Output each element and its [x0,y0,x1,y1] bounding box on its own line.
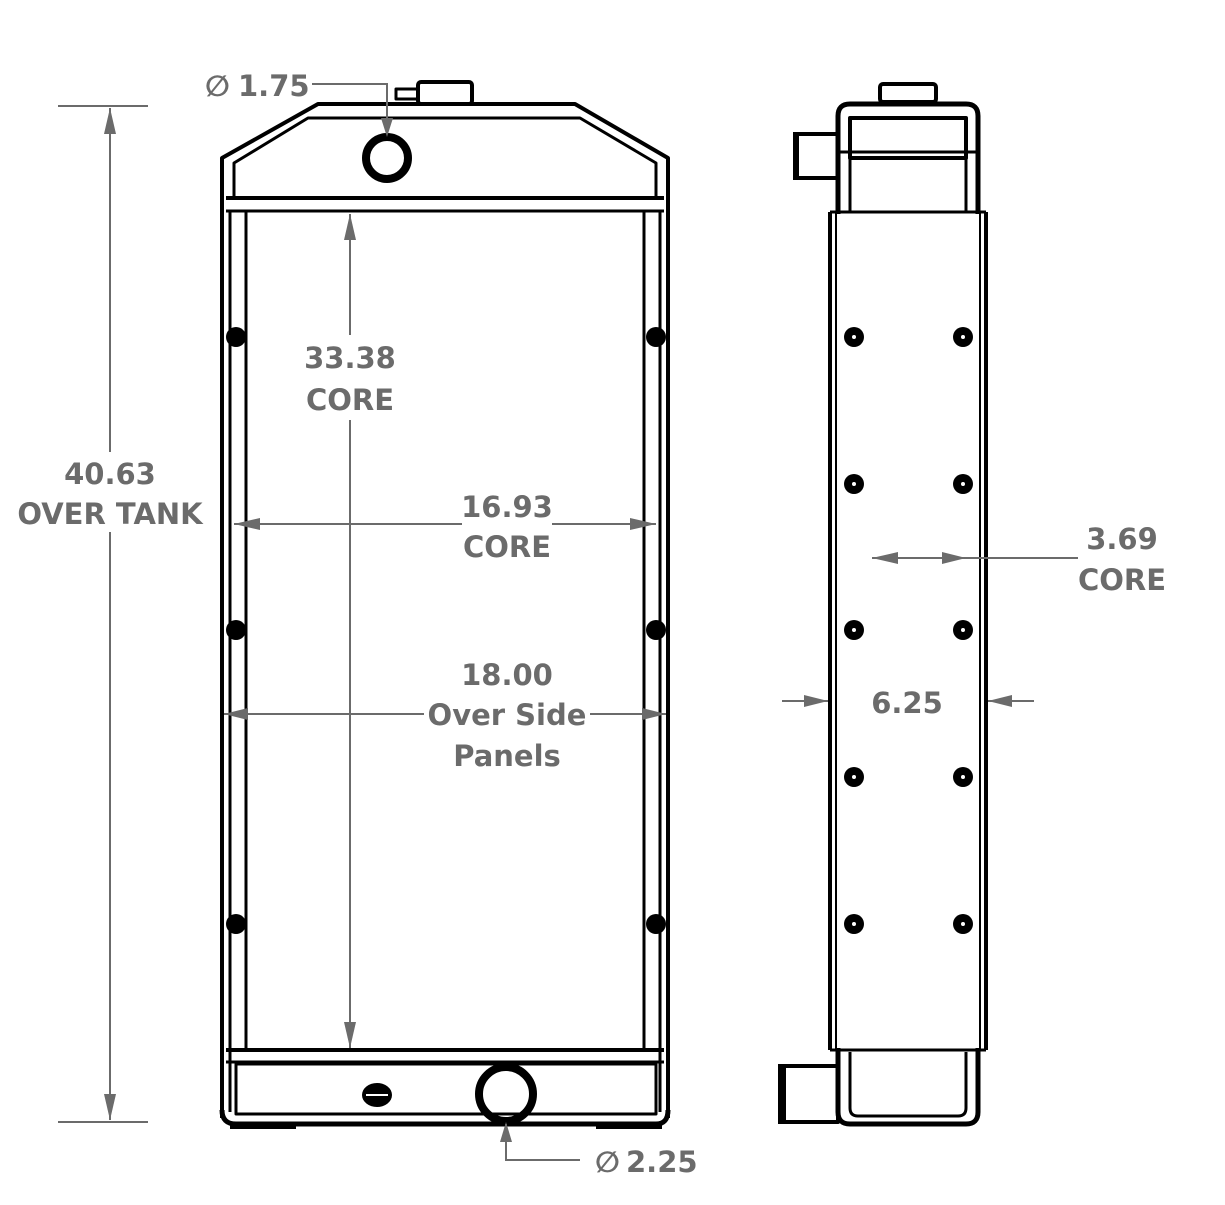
core-depth-value: 3.69 [1086,522,1158,556]
core-height-value: 33.38 [304,341,396,375]
overall-width-value: 18.00 [461,658,553,692]
inlet-diameter-value: 1.75 [238,69,310,103]
side-core [828,210,988,1050]
core-depth-label: CORE [1078,563,1166,597]
inlet-port-icon [362,133,412,183]
bottom-tank [219,1048,671,1129]
overall-height-label: OVER TANK [17,497,204,531]
core-width-label: CORE [463,530,551,564]
core-width-dimension: 16.93 CORE [234,490,656,564]
front-view [219,80,671,1129]
overall-height-dimension: 40.63 OVER TANK [17,105,204,1123]
side-top-tank [793,82,981,214]
outlet-diameter-dimension: ∅ 2.25 [500,1122,698,1179]
inlet-diameter-dimension: ∅ 1.75 [205,69,393,137]
core-height-label: CORE [306,383,394,417]
outlet-diameter-value: 2.25 [626,1145,698,1179]
front-dimensions: ∅ 1.75 40.63 OVER TANK 33.38 CORE [17,69,697,1179]
diameter-symbol-icon: ∅ [595,1145,620,1179]
core-depth-dimension: 3.69 CORE [872,522,1166,597]
side-panels [220,205,670,1118]
overall-width-label-1: Over Side [428,698,587,732]
core-height-dimension: 33.38 CORE [304,214,396,1048]
overall-depth-value: 6.25 [871,686,943,720]
top-tank [220,80,670,213]
side-bottom-tank [778,1048,986,1127]
side-view [778,82,988,1127]
core-width-value: 16.93 [461,490,553,524]
overall-width-label-2: Panels [453,739,561,773]
side-bolts [844,327,973,934]
side-dimensions: 3.69 CORE 6.25 [782,522,1166,720]
overall-width-dimension: 18.00 Over Side Panels [224,658,666,773]
diameter-symbol-icon: ∅ [205,69,230,103]
overall-depth-dimension: 6.25 [782,686,1034,720]
overall-height-value: 40.63 [64,457,156,491]
outlet-port-icon [475,1063,537,1125]
